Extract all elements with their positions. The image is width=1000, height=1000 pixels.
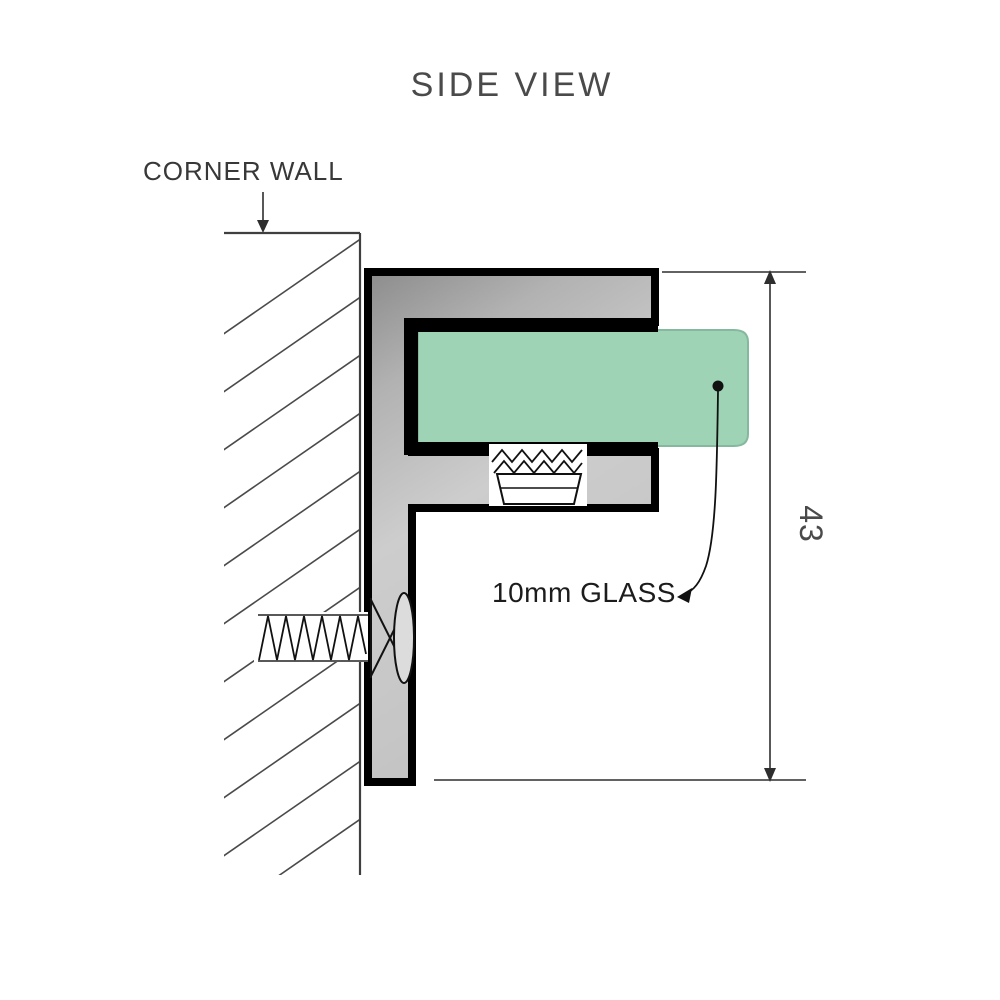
leader-arrow [677,588,692,603]
wall-line [224,231,362,875]
glass-callout: 10mm GLASS [492,380,724,608]
glass-label: 10mm GLASS [492,577,676,608]
glass-panel [417,329,749,447]
dimension-value: 43 [793,505,829,543]
dimension-43: 43 [434,270,829,782]
grub-screw-gasket [489,444,587,506]
screw-thread [258,615,367,661]
leader-dot [712,380,724,392]
diagram-title: SIDE VIEW [411,66,614,104]
corner-wall-arrow [257,192,269,233]
screw-head [370,592,415,684]
dimension-arrow-down [764,768,776,782]
dimension-arrow-up [764,270,776,284]
mounting-screw [254,592,415,684]
glass-leader-line [683,390,719,596]
corner-wall-label: CORNER WALL [143,156,344,186]
wall-hatching [224,238,360,875]
